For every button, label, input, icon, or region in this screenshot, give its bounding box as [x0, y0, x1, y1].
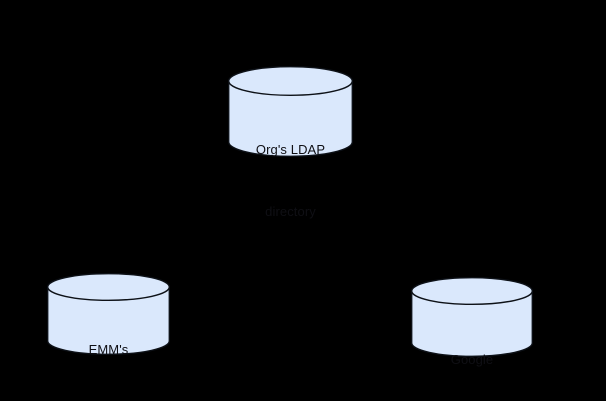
cylinder-shape-icon: [47, 272, 170, 355]
cylinder-shape-icon: [411, 276, 533, 357]
cylinder-shape-icon: [228, 65, 353, 157]
cylinder-orgs-ldap-directory[interactable]: Org's LDAP directory: [228, 65, 353, 219]
cylinder-emms-database[interactable]: EMM's database: [47, 272, 170, 357]
cylinder-google[interactable]: Google: [411, 276, 533, 367]
label-line-2: directory: [265, 204, 316, 219]
